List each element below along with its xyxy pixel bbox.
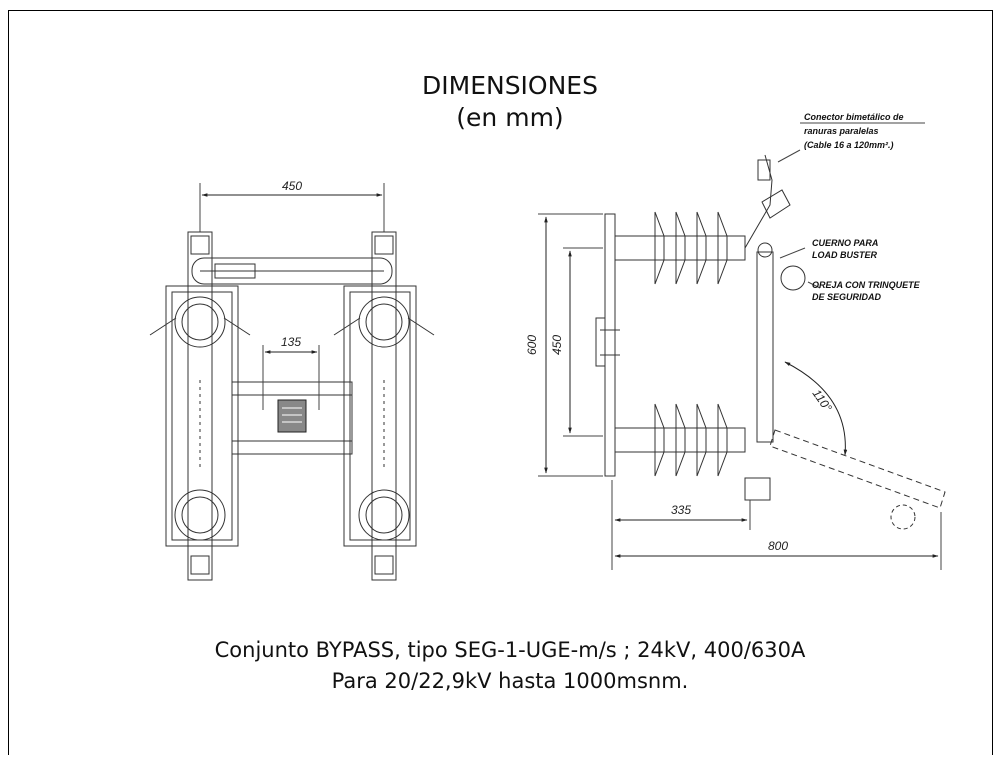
caption: Conjunto BYPASS, tipo SEG-1-UGE-m/s ; 24… <box>100 635 920 697</box>
center-crossbar <box>231 381 353 455</box>
safety-ear <box>780 265 806 291</box>
note-ear-line-1: OREJA CON TRINQUETE <box>812 280 921 290</box>
disconnector-blade <box>756 251 774 443</box>
caption-line-1: Conjunto BYPASS, tipo SEG-1-UGE-m/s ; 24… <box>214 638 806 662</box>
bimetallic-connector <box>757 159 771 181</box>
open-blade-position <box>769 429 946 509</box>
note-connector-line-3: (Cable 16 a 120mm².) <box>804 140 894 150</box>
angle-arc <box>784 361 848 456</box>
left-frame <box>165 285 239 547</box>
upper-insulator <box>614 211 746 285</box>
title-line-2: (en mm) <box>456 103 564 132</box>
dim-label-450: 450 <box>282 179 302 193</box>
note-horn-line-2: LOAD BUSTER <box>812 250 878 260</box>
note-ear-line-2: DE SEGURIDAD <box>812 292 882 302</box>
slide-frame <box>8 10 993 755</box>
left-column <box>187 231 213 581</box>
dim-label-135: 135 <box>281 335 301 349</box>
caption-line-2: Para 20/22,9kV hasta 1000msnm. <box>331 669 689 693</box>
side-view <box>538 122 946 570</box>
note-connector-line-2: ranuras paralelas <box>804 126 879 136</box>
dim-label-800: 800 <box>768 539 788 553</box>
note-horn-line-1: CUERNO PARA <box>812 238 878 248</box>
top-blade-bar <box>191 257 393 285</box>
dim-label-600: 600 <box>525 335 539 355</box>
nameplate <box>277 399 307 433</box>
dim-label-335: 335 <box>671 503 691 517</box>
page-title: DIMENSIONES (en mm) <box>380 70 640 134</box>
lower-insulator <box>614 403 746 477</box>
note-connector-line-1: Conector bimetálico de <box>804 112 904 122</box>
right-column <box>371 231 397 581</box>
title-line-1: DIMENSIONES <box>422 71 598 100</box>
base-plate <box>604 213 616 477</box>
dim-label-side-450: 450 <box>550 335 564 355</box>
dim-label-angle: 110° <box>810 387 835 415</box>
right-frame <box>343 285 417 547</box>
front-view <box>149 183 435 581</box>
